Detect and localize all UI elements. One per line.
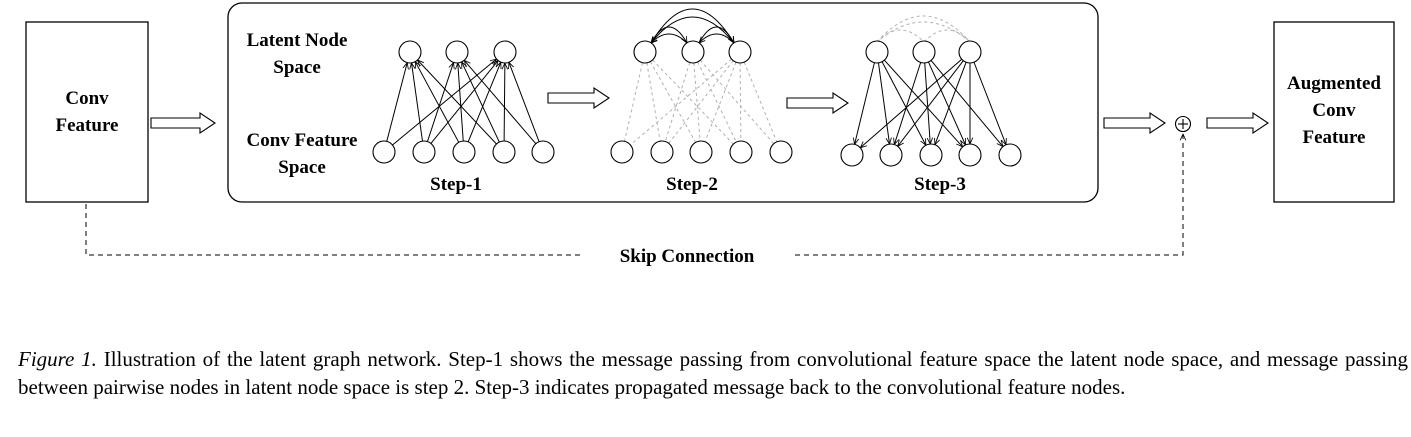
step3-edge-9 — [928, 61, 966, 145]
step2-faded-edge-11 — [743, 61, 778, 143]
step3-edge-11 — [973, 62, 1006, 144]
augmented-conv-feature-box — [1273, 21, 1395, 203]
step3-conv-node-3 — [919, 143, 943, 167]
step2-conv-node-5 — [769, 140, 793, 164]
step3-latent-node-2 — [912, 40, 936, 64]
step1-conv-node-1 — [372, 140, 396, 164]
step2-latent-node-3 — [728, 40, 752, 64]
step1-edge-13 — [464, 60, 537, 144]
step2-faded-edge-13 — [699, 59, 775, 145]
skip-connection-line-left — [85, 204, 580, 256]
step-1-graph — [372, 40, 555, 164]
caption-figure-label: Figure 1. — [18, 347, 97, 371]
step2-conv-node-2 — [650, 140, 674, 164]
hollow-arrow-step2-3 — [786, 91, 849, 115]
step1-edge-5 — [430, 61, 498, 144]
latent-space-label-line2: Space — [273, 57, 321, 78]
step1-latent-node-1 — [398, 40, 422, 64]
step1-edge-8 — [415, 62, 460, 143]
step3-latent-node-1 — [865, 40, 889, 64]
augmented-label-line3: Feature — [1303, 127, 1366, 148]
step3-edge-12 — [884, 59, 962, 147]
hollow-arrow-out — [1206, 111, 1269, 135]
conv-feature-box — [25, 21, 149, 203]
conv-space-label-line2: Space — [278, 157, 326, 178]
step3-faded-edge-4 — [876, 21, 971, 43]
step2-faded-edge-10 — [739, 62, 742, 142]
step2-faded-edge-12 — [652, 59, 734, 145]
step3-faded-edge-3 — [876, 15, 971, 43]
step3-edge-2 — [860, 58, 963, 148]
step3-latent-node-3 — [958, 40, 982, 64]
step-3-graph — [840, 15, 1022, 167]
latent-graph-diagram: Conv Feature Latent Node Space Conv Feat… — [25, 2, 1395, 267]
step3-conv-node-2 — [879, 143, 903, 167]
step2-latent-edge-5 — [650, 8, 734, 43]
step2-faded-edge-4 — [664, 62, 691, 142]
step2-conv-node-3 — [689, 140, 713, 164]
step1-conv-node-2 — [412, 140, 436, 164]
step1-edge-12 — [418, 60, 497, 145]
step2-faded-edge-3 — [646, 62, 661, 142]
hollow-arrow-to-sum — [1103, 111, 1166, 135]
step1-edge-9 — [461, 62, 500, 143]
hollow-arrow-in — [150, 111, 216, 135]
step3-edge-7 — [935, 62, 967, 144]
step3-edge-6 — [924, 62, 931, 144]
step1-latent-node-2 — [445, 40, 469, 64]
step1-edge-4 — [426, 62, 453, 142]
step3-conv-node-4 — [958, 143, 982, 167]
step2-faded-edge-2 — [630, 58, 732, 146]
step1-edge-6 — [458, 63, 464, 142]
step1-conv-node-5 — [531, 140, 555, 164]
caption-text: Illustration of the latent graph network… — [18, 347, 1408, 399]
step-2-label: Step-2 — [666, 174, 718, 195]
step3-conv-node-1 — [840, 143, 864, 167]
step2-latent-node-1 — [633, 40, 657, 64]
skip-connection-label: Skip Connection — [620, 246, 755, 267]
figure-caption: Figure 1. Illustration of the latent gra… — [18, 345, 1408, 401]
graph-container — [227, 2, 1099, 203]
step3-edge-13 — [930, 60, 1003, 146]
step1-edge-2 — [392, 59, 496, 146]
step-2-graph — [610, 8, 793, 164]
step3-edge-1 — [855, 62, 875, 145]
step1-edge-7 — [467, 62, 501, 143]
step1-conv-node-3 — [452, 140, 476, 164]
step1-latent-node-3 — [493, 40, 517, 64]
step2-conv-node-1 — [610, 140, 634, 164]
augmented-label-line1: Augmented — [1287, 73, 1381, 94]
step3-edge-4 — [894, 62, 922, 144]
augmented-label-line2: Conv — [1312, 100, 1356, 121]
step-3-label: Step-3 — [914, 174, 966, 195]
step1-conv-node-4 — [492, 140, 516, 164]
latent-space-label-line1: Latent Node — [247, 30, 348, 51]
step3-conv-node-5 — [998, 143, 1022, 167]
step3-faded-edge-1 — [876, 29, 925, 43]
step2-conv-node-4 — [729, 140, 753, 164]
step2-faded-edge-1 — [623, 62, 644, 142]
conv-feature-label-line2: Feature — [56, 115, 119, 136]
step1-edge-3 — [412, 63, 423, 142]
step2-latent-edge-6 — [651, 16, 735, 43]
step3-edge-5 — [898, 60, 964, 147]
step3-edge-3 — [877, 62, 889, 144]
conv-space-label-line1: Conv Feature — [247, 130, 358, 151]
step2-faded-edge-7 — [704, 62, 737, 142]
conv-feature-label-line1: Conv — [65, 88, 109, 109]
step2-faded-edge-6 — [693, 62, 701, 142]
skip-connection-line-right — [795, 134, 1183, 256]
step1-edge-10 — [504, 63, 505, 142]
step-1-label: Step-1 — [430, 174, 482, 195]
step3-edge-8 — [881, 61, 926, 146]
step2-latent-node-2 — [681, 40, 705, 64]
step1-edge-11 — [509, 62, 540, 142]
step2-faded-edge-9 — [697, 61, 737, 143]
hollow-arrow-step1-2 — [547, 86, 610, 110]
step1-edge-1 — [386, 63, 407, 142]
